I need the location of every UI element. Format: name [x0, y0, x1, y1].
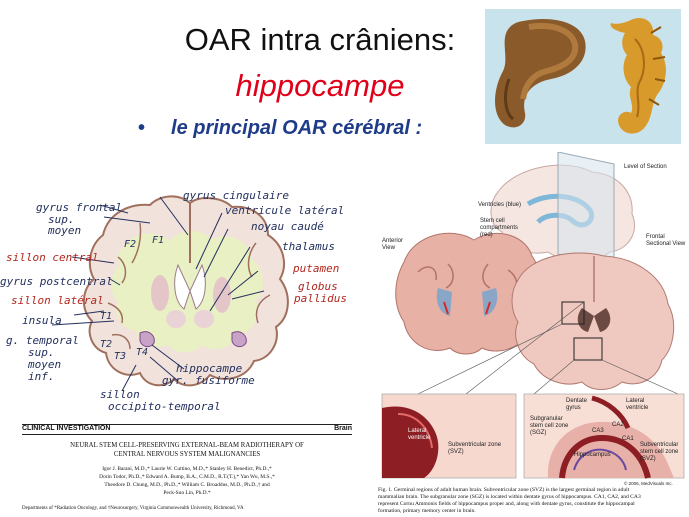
- label-T2: T2: [100, 339, 113, 350]
- label-anterior-view: Anterior View: [382, 238, 404, 251]
- label-gyrus-frontal: gyrus frontal: [36, 201, 123, 214]
- label-gyrus-cingulaire: gyrus cingulaire: [183, 189, 289, 202]
- label-hippocampe: hippocampe: [176, 362, 243, 375]
- label-sillon-central: sillon central: [6, 251, 99, 264]
- slide-title: OAR intra crâniens:: [184, 22, 456, 57]
- label-ventricles: Ventricles (blue): [478, 202, 522, 208]
- brain-section-drawing: [51, 195, 289, 392]
- paper-rule-bottom: [22, 434, 352, 435]
- label-sup-2: sup.: [28, 346, 55, 359]
- paper-section: CLINICAL INVESTIGATION: [22, 425, 111, 432]
- label-subgranular-zone: Subgranular stem cell zone (SGZ): [530, 416, 569, 436]
- bullet-marker: •: [138, 117, 146, 139]
- paper-title-line2: CENTRAL NERVOUS SYSTEM MALIGNANCIES: [113, 451, 261, 458]
- label-svz-b: Subventricular stem cell zone (SVZ): [640, 442, 679, 462]
- label-hippocampus: Hippocampus: [574, 452, 611, 458]
- paper-journal: Brain: [334, 425, 352, 432]
- label-sillon: sillon: [100, 388, 140, 401]
- label-copyright: © 2006, MedVisuals Inc.: [624, 481, 673, 486]
- caption-line-4: formation, primary memory center in brai…: [378, 508, 476, 514]
- label-svz-a: Subventricular zone (SVZ): [448, 442, 502, 455]
- label-stem-cell-compartments: Stem cell compartments (red): [480, 218, 519, 238]
- label-F2: F2: [124, 239, 137, 250]
- paper-authors-line1: Igor J. Barani, M.D.,* Laurie W. Cuttino…: [102, 466, 272, 472]
- label-ca2: CA2: [612, 422, 624, 428]
- slide-subtitle: hippocampe: [235, 68, 405, 103]
- paper-authors-line2: Dorin Todor, Ph.D.,* Edward A. Bump, B.A…: [99, 474, 275, 480]
- paper-affiliation: Departments of *Radiation Oncology, and …: [22, 506, 244, 511]
- label-lateral-ventricle-b: Lateral ventricle: [626, 398, 649, 411]
- label-thalamus: thalamus: [282, 240, 335, 253]
- label-ca1: CA1: [622, 436, 634, 442]
- paper-excerpt: CLINICAL INVESTIGATION Brain NEURAL STEM…: [22, 424, 352, 517]
- paper-title-line1: NEURAL STEM CELL-PRESERVING EXTERNAL-BEA…: [70, 442, 304, 449]
- bullet-point: • le principal OAR cérébral :: [138, 117, 422, 140]
- label-inf: inf.: [28, 370, 55, 383]
- label-ca3: CA3: [592, 428, 604, 434]
- label-T1: T1: [100, 311, 113, 322]
- label-T3: T3: [114, 351, 127, 362]
- bullet-text: le principal OAR cérébral :: [171, 117, 423, 139]
- label-ventricule-lateral: ventricule latéral: [225, 204, 345, 217]
- germinal-regions-drawing: [381, 152, 685, 479]
- brain-coronal-diagram: gyrus frontal sup. moyen sillon central …: [0, 183, 355, 415]
- germinal-regions-figure: Level of Section Ventricles (blue) Stem …: [378, 152, 689, 517]
- paper-authors-line3: Theodore D. Chung, M.D., Ph.D.,* William…: [104, 482, 270, 488]
- label-dentate-gyrus: Dentate gyrus: [566, 398, 588, 411]
- label-gyrus-postcentral: gyrus postcentral: [0, 275, 113, 288]
- label-sup-1: sup.: [48, 213, 75, 226]
- label-insula: insula: [22, 314, 62, 327]
- label-frontal-sectional-view: Frontal Sectional View: [646, 234, 686, 247]
- label-F1: F1: [152, 235, 165, 246]
- caption-line-2: mammalian brain. The subgranular zone (S…: [378, 494, 641, 500]
- label-noyau-caude: noyau caudé: [251, 220, 324, 233]
- paper-rule-top: [22, 424, 352, 425]
- label-occipito-temporal: occipito-temporal: [108, 400, 221, 413]
- label-putamen: putamen: [293, 262, 340, 275]
- label-pallidus: pallidus: [294, 292, 347, 305]
- label-lateral-ventricle-a: Lateral ventricle: [408, 428, 431, 441]
- paper-authors-line4: Peck-Sun Lin, Ph.D.*: [163, 490, 211, 496]
- label-g-temporal: g. temporal: [6, 334, 79, 347]
- label-moyen-1: moyen: [48, 224, 82, 237]
- label-globus: globus: [298, 280, 338, 293]
- label-level-of-section: Level of Section: [624, 164, 667, 170]
- label-gyr-fusiforme: gyr. fusiforme: [162, 374, 255, 387]
- hippocampus-seahorse-photo: [485, 9, 681, 144]
- label-sillon-lateral: sillon latéral: [11, 294, 104, 307]
- label-T4: T4: [136, 347, 149, 358]
- figure-caption: Fig. 1. Germinal regions of adult human …: [378, 487, 689, 515]
- caption-line-1: Fig. 1. Germinal regions of adult human …: [378, 487, 630, 493]
- label-moyen-2: moyen: [28, 358, 62, 371]
- caption-line-3: represent Cornu Ammonis fields of hippoc…: [378, 501, 635, 507]
